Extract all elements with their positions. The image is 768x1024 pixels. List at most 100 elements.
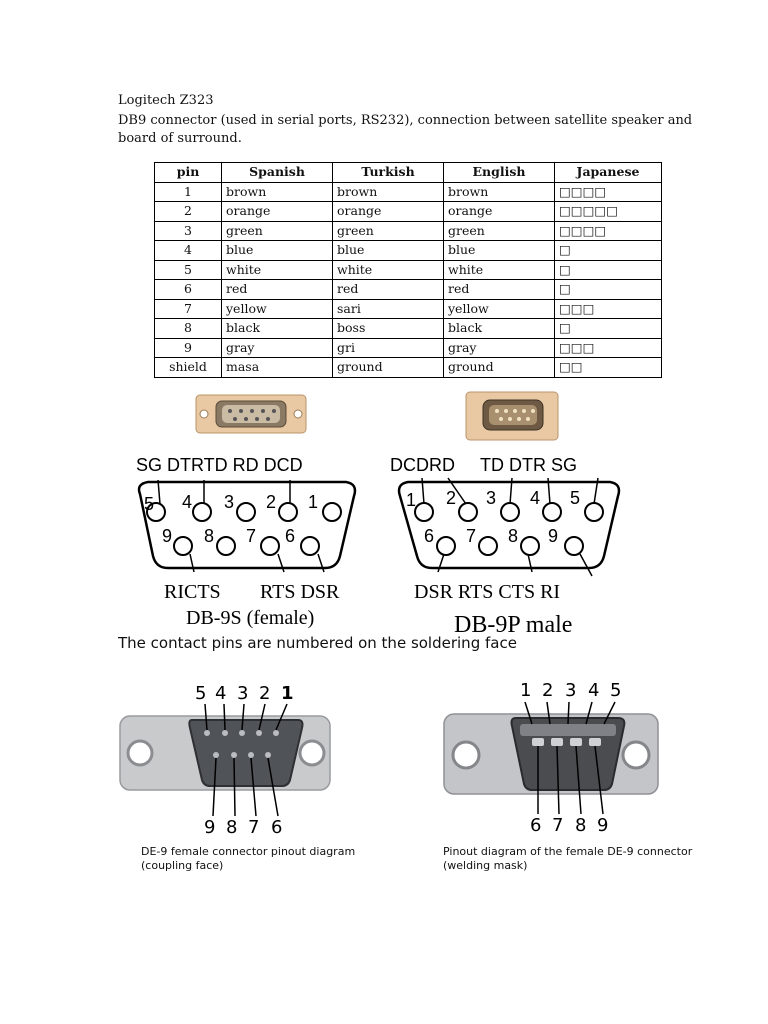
cell-english: red [443, 279, 555, 300]
cell-pin: 6 [154, 279, 222, 300]
table-row: 7 yellow sari yellow □□□ [154, 298, 662, 319]
left-photo-caption-line-2: (coupling face) [141, 859, 224, 872]
female-pin-7: 7 [246, 526, 256, 546]
male-pin-1: 1 [406, 490, 416, 510]
right-photo-pin-7: 7 [552, 815, 563, 836]
cell-turkish: sari [332, 298, 444, 319]
right-photo-pin-1: 1 [520, 680, 531, 701]
female-welding-photo [443, 701, 659, 815]
table-row: 9 gray gri gray □□□ [154, 337, 662, 358]
cell-pin: 3 [154, 220, 222, 241]
cell-japanese: □□ [554, 357, 662, 378]
right-photo-caption-line-2: (welding mask) [443, 859, 528, 872]
female-bottom-left-signals: RICTS [164, 581, 221, 603]
table-row: 4 blue blue blue □ [154, 240, 662, 261]
document-title: Logitech Z323 [118, 93, 214, 108]
male-pin-4: 4 [530, 488, 540, 508]
cell-turkish: orange [332, 201, 444, 222]
female-top-signals: SG DTRTD RD DCD [136, 455, 303, 475]
cell-pin: 7 [154, 298, 222, 319]
cell-pin: 4 [154, 240, 222, 261]
left-photo-pin-5: 5 [195, 683, 206, 704]
female-pin-9: 9 [162, 526, 172, 546]
male-pin-3: 3 [486, 488, 496, 508]
left-photo-pin-3: 3 [237, 683, 248, 704]
header-turkish: Turkish [332, 162, 444, 183]
female-pin-5: 5 [144, 494, 154, 514]
table-row: 6 red red red □ [154, 279, 662, 300]
cell-english: gray [443, 337, 555, 358]
cell-pin: 8 [154, 318, 222, 339]
cell-spanish: black [221, 318, 333, 339]
female-connector-name: DB-9S (female) [186, 607, 314, 629]
cell-english: black [443, 318, 555, 339]
right-photo-pin-6: 6 [530, 815, 541, 836]
cell-spanish: orange [221, 201, 333, 222]
table-row: shield masa ground ground □□ [154, 357, 662, 378]
cell-japanese: □□□□ [554, 181, 662, 202]
male-db9-outline [397, 477, 621, 577]
female-pin-2: 2 [266, 492, 276, 512]
cell-spanish: brown [221, 181, 333, 202]
female-pin-8: 8 [204, 526, 214, 546]
cell-spanish: red [221, 279, 333, 300]
cell-turkish: boss [332, 318, 444, 339]
female-pin-6: 6 [285, 526, 295, 546]
left-photo-pin-1: 1 [281, 683, 294, 704]
male-top-signals-left: DCDRD [390, 455, 455, 475]
cell-english: ground [443, 357, 555, 378]
male-connector-name: DB-9P male [454, 612, 572, 638]
cell-turkish: red [332, 279, 444, 300]
cell-japanese: □ [554, 279, 662, 300]
cell-japanese: □ [554, 259, 662, 280]
male-bottom-signals: DSR RTS CTS RI [414, 581, 560, 603]
female-bottom-right-signals: RTS DSR [260, 581, 340, 603]
cell-pin: 5 [154, 259, 222, 280]
left-photo-pin-4: 4 [215, 683, 226, 704]
right-photo-pin-3: 3 [565, 680, 576, 701]
male-pin-7: 7 [466, 526, 476, 546]
cell-turkish: ground [332, 357, 444, 378]
cell-english: yellow [443, 298, 555, 319]
cell-english: brown [443, 181, 555, 202]
cell-japanese: □□□ [554, 337, 662, 358]
cell-spanish: masa [221, 357, 333, 378]
left-photo-caption-line-1: DE-9 female connector pinout diagram [141, 845, 356, 858]
cell-japanese: □□□□□ [554, 201, 662, 222]
cell-spanish: white [221, 259, 333, 280]
db9-pinout-diagram: SG DTRTD RD DCD 5 4 3 2 1 9 8 7 6 RICTS … [136, 391, 621, 638]
header-japanese: Japanese [554, 162, 662, 183]
cell-japanese: □□□ [554, 298, 662, 319]
header-pin: pin [154, 162, 222, 183]
left-photo-pin-7: 7 [248, 817, 259, 838]
male-top-signals-right: TD DTR SG [480, 455, 577, 475]
header-spanish: Spanish [221, 162, 333, 183]
cell-english: blue [443, 240, 555, 261]
cell-english: green [443, 220, 555, 241]
female-db9-outline [137, 479, 357, 573]
cell-japanese: □ [554, 318, 662, 339]
right-photo-pin-5: 5 [610, 680, 621, 701]
cell-japanese: □□□□ [554, 220, 662, 241]
right-photo-pin-2: 2 [542, 680, 553, 701]
cell-japanese: □ [554, 240, 662, 261]
right-photo-pin-8: 8 [575, 815, 586, 836]
left-photo-pin-6: 6 [271, 817, 282, 838]
cell-turkish: white [332, 259, 444, 280]
cell-turkish: gri [332, 337, 444, 358]
male-pin-8: 8 [508, 526, 518, 546]
cell-pin: 9 [154, 337, 222, 358]
left-photo-pin-9: 9 [204, 817, 215, 838]
cell-turkish: blue [332, 240, 444, 261]
table-row: 8 black boss black □ [154, 318, 662, 339]
right-photo-pin-4: 4 [588, 680, 599, 701]
left-photo-pin-2: 2 [259, 683, 270, 704]
female-connector-photo [195, 394, 307, 434]
cell-spanish: yellow [221, 298, 333, 319]
cell-turkish: brown [332, 181, 444, 202]
cell-pin: 2 [154, 201, 222, 222]
female-pin-4: 4 [182, 492, 192, 512]
table-row: 2 orange orange orange □□□□□ [154, 201, 662, 222]
male-pin-5: 5 [570, 488, 580, 508]
table-row: 5 white white white □ [154, 259, 662, 280]
